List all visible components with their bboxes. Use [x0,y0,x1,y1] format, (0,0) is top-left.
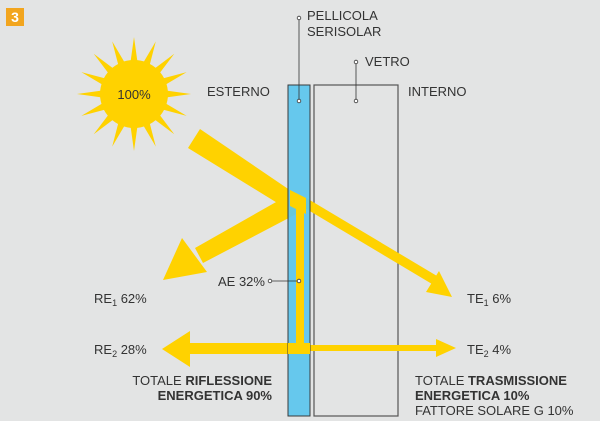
energy-arrows [162,129,456,367]
total-reflection-line1: TOTALE RIFLESSIONE [132,373,272,388]
sun-ray [165,90,191,98]
sun-icon [77,37,191,151]
sun-ray [81,102,106,116]
sun-ray [112,41,126,66]
outside-label: ESTERNO [207,84,270,99]
glass-label: VETRO [365,54,410,69]
sun-ray [93,114,114,135]
re1-label: RE1 62% [94,291,147,308]
sun-ray [77,90,103,98]
te2-arrowhead [436,339,456,357]
solar-factor-label: FATTORE SOLARE G 10% [415,403,574,418]
ae-callout [267,278,302,284]
sun-ray [142,41,156,66]
ae-label: AE 32% [218,274,265,289]
re2-beam [184,343,302,354]
sun-percent: 100% [117,87,151,102]
re2-arrowhead [162,331,190,367]
te1-beam [298,196,437,284]
sun-ray [112,122,126,147]
sun-ray [154,53,175,74]
incoming-beam [188,129,300,212]
sun-ray [130,37,138,63]
figure-number: 3 [11,9,19,25]
film-crossings [288,190,310,354]
sun-ray [142,122,156,147]
sun-ray [130,125,138,151]
re1-beam [195,193,304,263]
figure-badge [6,8,24,26]
sun-ray [154,114,175,135]
film-label-line1: PELLICOLA [307,8,378,23]
film-label-line2: SERISOLAR [307,24,381,39]
inside-label: INTERNO [408,84,467,99]
sun-ray [93,53,114,74]
sun-ray [81,72,106,86]
re2-label: RE2 28% [94,342,147,359]
sun-disc [100,60,168,128]
te1-arrowhead [426,271,452,297]
film-callout [296,15,302,104]
te2-label: TE2 4% [467,342,511,359]
te2-beam [300,345,438,351]
total-transmission-line2: ENERGETICA 10% [415,388,530,403]
total-transmission-line1: TOTALE TRASMISSIONE [415,373,567,388]
total-reflection-line2: ENERGETICA 90% [158,388,273,403]
sun-ray [162,102,187,116]
te1-label: TE1 6% [467,291,511,308]
re1-arrowhead [163,238,207,280]
glass-callout [353,59,359,104]
sun-ray [162,72,187,86]
